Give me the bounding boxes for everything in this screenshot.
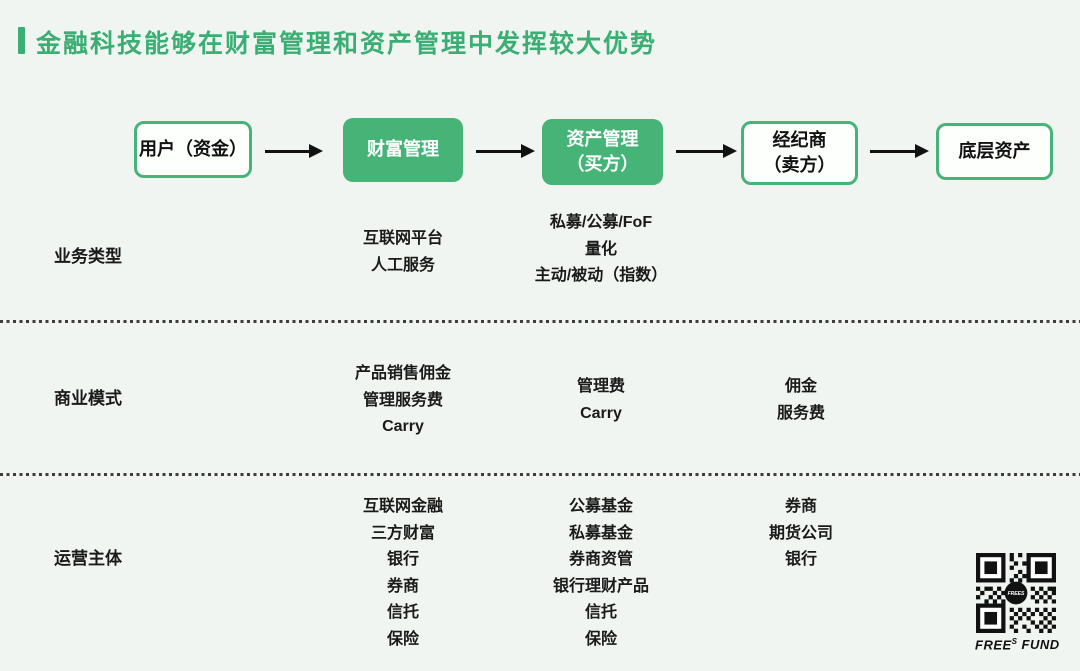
dotted-divider [0, 320, 1080, 323]
flow-arrow-icon [676, 144, 737, 158]
flow-arrow-icon [870, 144, 929, 158]
list-item: 互联网金融 [362, 498, 444, 515]
business-type-asset-items: 私募/公募/FoF 量化 主动/被动（指数） [535, 210, 667, 290]
dotted-divider [0, 473, 1080, 476]
business-model-wealth-items: 产品销售佣金 管理服务费 Carry [355, 361, 451, 441]
flow-node-label: （买方） [566, 154, 639, 174]
flow-node-user: 用户（资金） [134, 121, 252, 178]
list-item: 人工服务 [370, 256, 436, 274]
business-model-asset-items: 管理费 Carry [577, 374, 625, 427]
flow-node-label: 经纪商 [772, 129, 827, 150]
list-item: 银行 [386, 551, 420, 568]
list-item: 三方财富 [370, 524, 436, 542]
qr-code-icon: FREES [976, 553, 1056, 633]
list-item: 私募/公募/FoF [549, 214, 653, 231]
list-item: 银行理财产品 [552, 577, 650, 595]
list-item: 券商资管 [568, 551, 634, 568]
list-item: 私募基金 [568, 524, 634, 542]
list-item: 信托 [584, 604, 618, 621]
flow-node-asset-management: 资产管理 （买方） [542, 119, 663, 185]
list-item: 量化 [584, 240, 618, 258]
list-item: 公募基金 [568, 498, 634, 515]
row-label-business-model: 商业模式 [54, 389, 122, 408]
title-accent-bar [18, 27, 25, 54]
flow-node-label: 底层资产 [958, 140, 1031, 161]
business-type-wealth-items: 互联网平台 人工服务 [363, 226, 443, 279]
list-item: 互联网平台 [362, 230, 444, 247]
brand-superscript: S [1011, 637, 1018, 646]
brand-text: FUND [1021, 637, 1060, 653]
list-item: 券商 [386, 577, 420, 595]
flow-node-label: 财富管理 [367, 139, 439, 160]
list-item: 管理费 [576, 378, 626, 395]
operating-entities-wealth-items: 互联网金融 三方财富 银行 券商 信托 保险 [363, 494, 443, 653]
list-item: 期货公司 [768, 524, 834, 542]
flow-node-underlying-assets: 底层资产 [936, 123, 1053, 180]
list-item: 主动/被动（指数） [534, 267, 668, 284]
flow-node-label: 资产管理 [566, 128, 639, 149]
flow-node-label: （卖方） [763, 155, 836, 175]
list-item: 银行 [784, 551, 818, 568]
flow-node-label: 用户（资金） [139, 138, 247, 159]
flow-arrow-icon [265, 144, 323, 158]
list-item: 产品销售佣金 [354, 365, 452, 382]
brand-text: FREE [975, 637, 1012, 653]
qr-logo-text: FREES [1008, 591, 1025, 597]
row-label-operating-entities: 运营主体 [54, 549, 122, 568]
list-item: 信托 [386, 604, 420, 621]
operating-entities-broker-items: 券商 期货公司 银行 [769, 494, 833, 574]
row-label-business-type: 业务类型 [54, 247, 122, 266]
page-title: 金融科技能够在财富管理和资产管理中发挥较大优势 [36, 30, 658, 58]
flow-node-broker: 经纪商 （卖方） [741, 121, 858, 185]
list-item: Carry [382, 418, 424, 435]
operating-entities-asset-items: 公募基金 私募基金 券商资管 银行理财产品 信托 保险 [553, 494, 649, 653]
list-item: Carry [580, 404, 622, 422]
list-item: 服务费 [776, 404, 826, 422]
list-item: 管理服务费 [362, 391, 444, 409]
business-model-broker-items: 佣金 服务费 [777, 374, 825, 427]
list-item: 佣金 [784, 378, 818, 395]
list-item: 保险 [386, 630, 420, 648]
list-item: 券商 [784, 498, 818, 515]
flow-node-wealth-management: 财富管理 [343, 118, 463, 182]
list-item: 保险 [584, 630, 618, 648]
flow-arrow-icon [476, 144, 535, 158]
